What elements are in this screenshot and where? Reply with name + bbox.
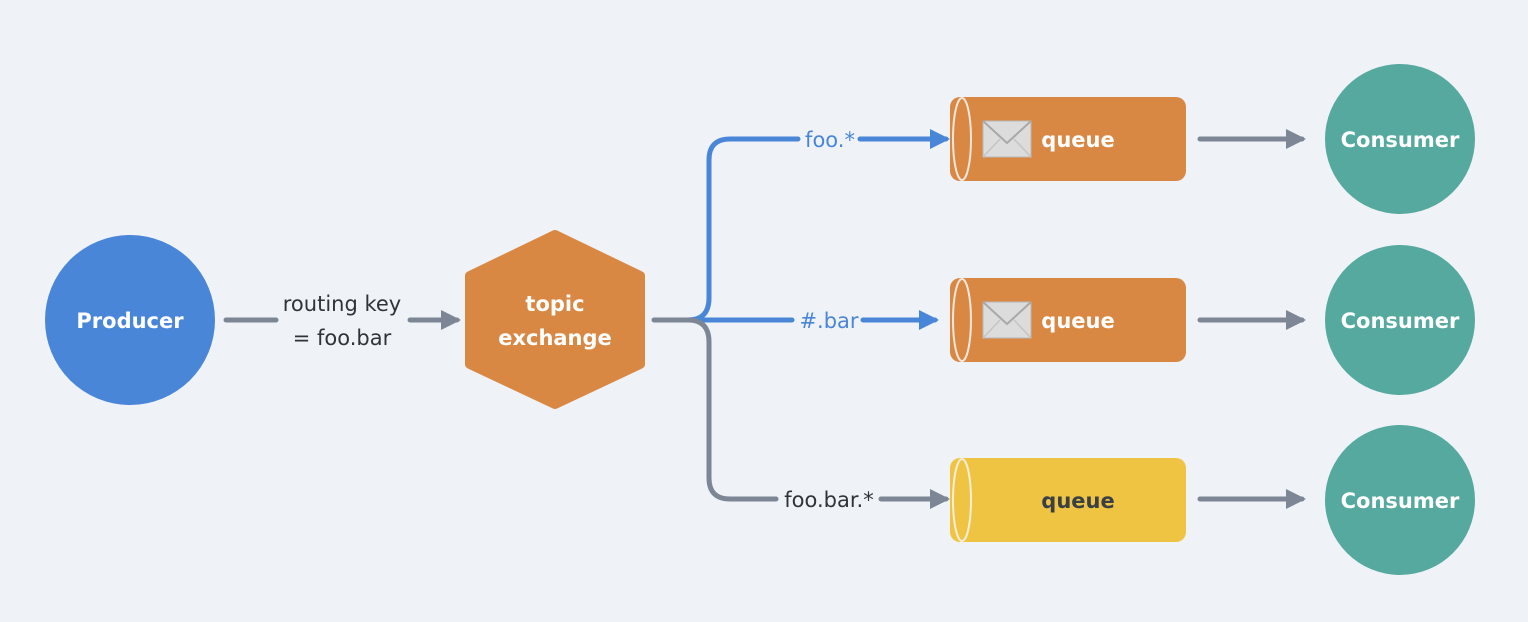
binding-label-foo-star: foo.* bbox=[805, 128, 855, 152]
exchange-node: topic exchange bbox=[465, 230, 645, 409]
envelope-icon bbox=[982, 120, 1032, 158]
envelope-icon bbox=[982, 301, 1032, 339]
queue-1: queue bbox=[950, 97, 1186, 181]
queue-2-label: queue bbox=[1041, 309, 1114, 333]
routing-key-label: routing key bbox=[283, 292, 401, 316]
binding-path-foo-star bbox=[685, 136, 801, 323]
producer-node: Producer bbox=[45, 235, 215, 405]
binding-label-foo-bar-star: foo.bar.* bbox=[784, 488, 873, 512]
producer-label: Producer bbox=[76, 309, 184, 333]
consumer-3-label: Consumer bbox=[1341, 489, 1460, 513]
consumer-3-circle bbox=[1325, 425, 1475, 575]
queue-3-label: queue bbox=[1041, 489, 1114, 513]
queue-2-body bbox=[950, 278, 1186, 362]
queue-2-cap bbox=[952, 278, 972, 362]
consumer-3: Consumer bbox=[1325, 425, 1475, 575]
binding-label-hash-bar: #.bar bbox=[799, 309, 858, 333]
binding-path-foo-bar-star bbox=[685, 317, 779, 502]
consumer-2-circle bbox=[1325, 245, 1475, 395]
exchange-label-line1: topic bbox=[525, 292, 584, 316]
consumer-2-label: Consumer bbox=[1341, 309, 1460, 333]
queue-3: queue bbox=[950, 458, 1186, 542]
queue-1-body bbox=[950, 97, 1186, 181]
queue-2: queue bbox=[950, 278, 1186, 362]
queue-1-cap bbox=[952, 97, 972, 181]
queue-3-cap bbox=[952, 458, 972, 542]
queue-3-body bbox=[950, 458, 1186, 542]
consumer-2: Consumer bbox=[1325, 245, 1475, 395]
exchange-hexagon bbox=[465, 230, 645, 409]
consumer-1: Consumer bbox=[1325, 64, 1475, 214]
consumer-1-circle bbox=[1325, 64, 1475, 214]
consumer-1-label: Consumer bbox=[1341, 128, 1460, 152]
exchange-label-line2: exchange bbox=[498, 326, 612, 350]
producer-circle bbox=[45, 235, 215, 405]
routing-key-value: = foo.bar bbox=[293, 326, 392, 350]
queue-1-label: queue bbox=[1041, 128, 1114, 152]
